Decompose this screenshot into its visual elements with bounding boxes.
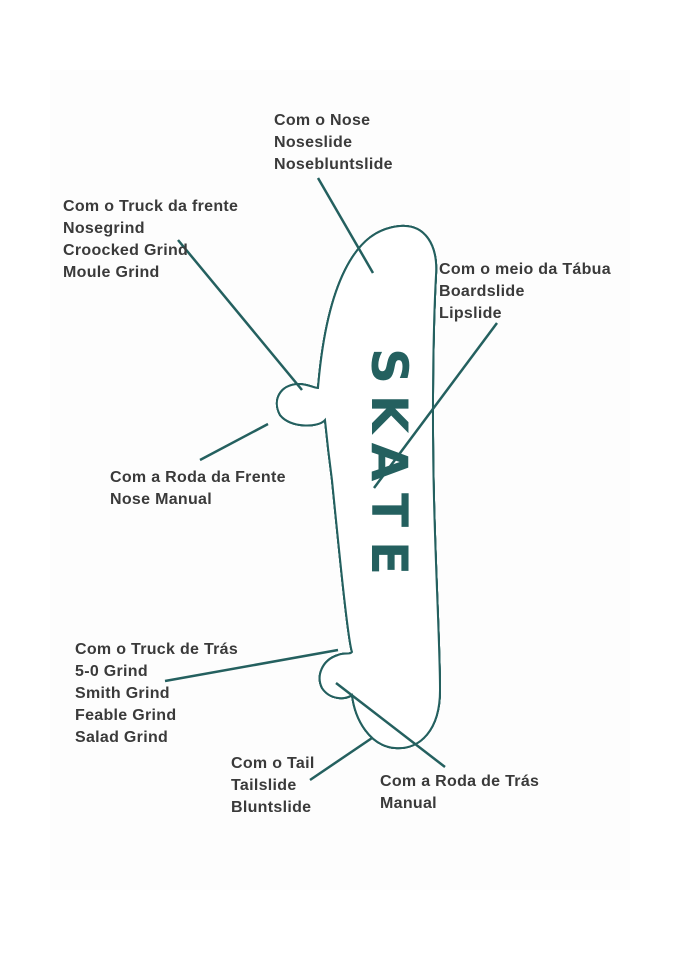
label-heading: Com a Roda de Trás [380, 773, 540, 790]
label-item: Feable Grind [75, 707, 177, 724]
label-front-truck: Com o Truck da frente Nosegrind Croocked… [63, 196, 238, 284]
label-item: Manual [380, 795, 437, 812]
front-wheel-pointer-line [199, 422, 269, 462]
letter: K [360, 394, 418, 434]
label-item: Lipslide [439, 305, 502, 322]
label-item: Croocked Grind [63, 242, 189, 259]
letter: S [360, 347, 418, 384]
label-nose: Com o Nose Noseslide Nosebluntslide [274, 110, 393, 176]
front-truck-pointer-line [177, 239, 303, 391]
label-heading: Com o Tail [231, 755, 315, 772]
label-item: Nose Manual [110, 491, 212, 508]
label-heading: Com o meio da Tábua [439, 261, 611, 278]
label-item: Bluntslide [231, 799, 312, 816]
nose-pointer-line [316, 177, 375, 274]
label-middle: Com o meio da Tábua Boardslide Lipslide [439, 259, 611, 325]
label-back-truck: Com o Truck de Trás 5-0 Grind Smith Grin… [75, 639, 238, 749]
label-item: Salad Grind [75, 729, 169, 746]
label-back-wheel: Com a Roda de Trás Manual [380, 771, 539, 815]
label-item: Noseslide [274, 134, 353, 151]
label-item: Nosegrind [63, 220, 145, 237]
middle-pointer-line [372, 322, 499, 489]
label-front-wheel: Com a Roda da Frente Nose Manual [110, 467, 286, 511]
label-item: Nosebluntslide [274, 156, 393, 173]
letter: E [360, 540, 418, 576]
letter: A [360, 442, 418, 482]
label-item: Boardslide [439, 283, 525, 300]
label-item: Tailslide [231, 777, 297, 794]
tail-pointer-line [309, 736, 373, 782]
label-item: 5-0 Grind [75, 663, 148, 680]
label-heading: Com o Nose [274, 112, 371, 129]
back-wheel-pointer-line [335, 682, 446, 768]
label-heading: Com o Truck da frente [63, 198, 239, 215]
back-truck-pointer-line [164, 648, 339, 683]
label-heading: Com o Truck de Trás [75, 641, 239, 658]
letter: T [360, 492, 418, 528]
skate-board-text: S K A T E [352, 342, 432, 592]
label-heading: Com a Roda da Frente [110, 469, 286, 486]
label-tail: Com o Tail Tailslide Bluntslide [231, 753, 315, 819]
label-item: Smith Grind [75, 685, 170, 702]
label-item: Moule Grind [63, 264, 160, 281]
skateboard [275, 224, 442, 750]
